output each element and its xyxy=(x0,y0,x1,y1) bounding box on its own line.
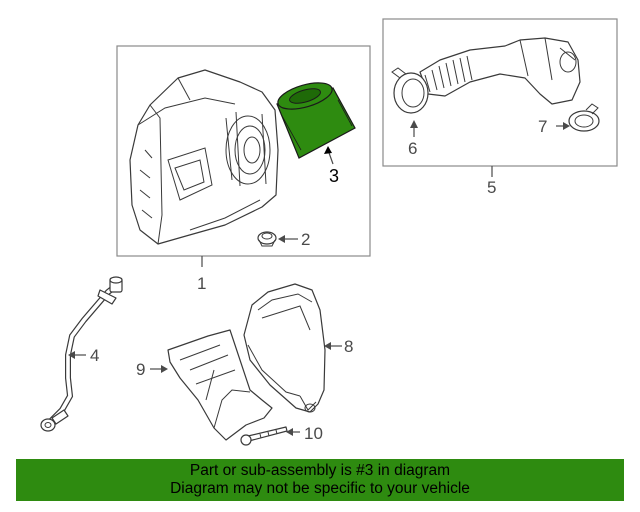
hose-clamp-6[interactable] xyxy=(391,67,429,114)
callout-4: 4 xyxy=(90,346,99,365)
banner-line-2: Diagram may not be specific to your vehi… xyxy=(170,480,470,497)
grommet[interactable] xyxy=(257,231,277,247)
callout-6: 6 xyxy=(408,139,417,158)
callout-7: 7 xyxy=(538,117,547,136)
hose-clamp-7[interactable] xyxy=(568,103,600,132)
callout-10: 10 xyxy=(304,424,323,443)
vent-hose[interactable] xyxy=(40,276,123,432)
assembly-5-frame xyxy=(382,18,618,167)
callout-1: 1 xyxy=(197,274,206,293)
callout-9: 9 xyxy=(136,360,145,379)
air-guide[interactable] xyxy=(243,283,326,413)
callout-5: 5 xyxy=(487,178,496,197)
intake-duct[interactable] xyxy=(419,37,581,105)
assembly-1-frame xyxy=(116,45,371,257)
bolt[interactable] xyxy=(240,426,288,446)
callout-2: 2 xyxy=(301,230,310,249)
banner-line-1: Part or sub-assembly is #3 in diagram xyxy=(189,462,451,479)
part-info-banner: Part or sub-assembly is #3 in diagram Di… xyxy=(16,459,624,501)
callout-8: 8 xyxy=(344,337,353,356)
air-duct[interactable] xyxy=(167,329,273,441)
callout-3: 3 xyxy=(329,166,339,186)
air-cleaner-housing[interactable] xyxy=(129,69,279,245)
air-filter-element[interactable] xyxy=(275,78,356,159)
